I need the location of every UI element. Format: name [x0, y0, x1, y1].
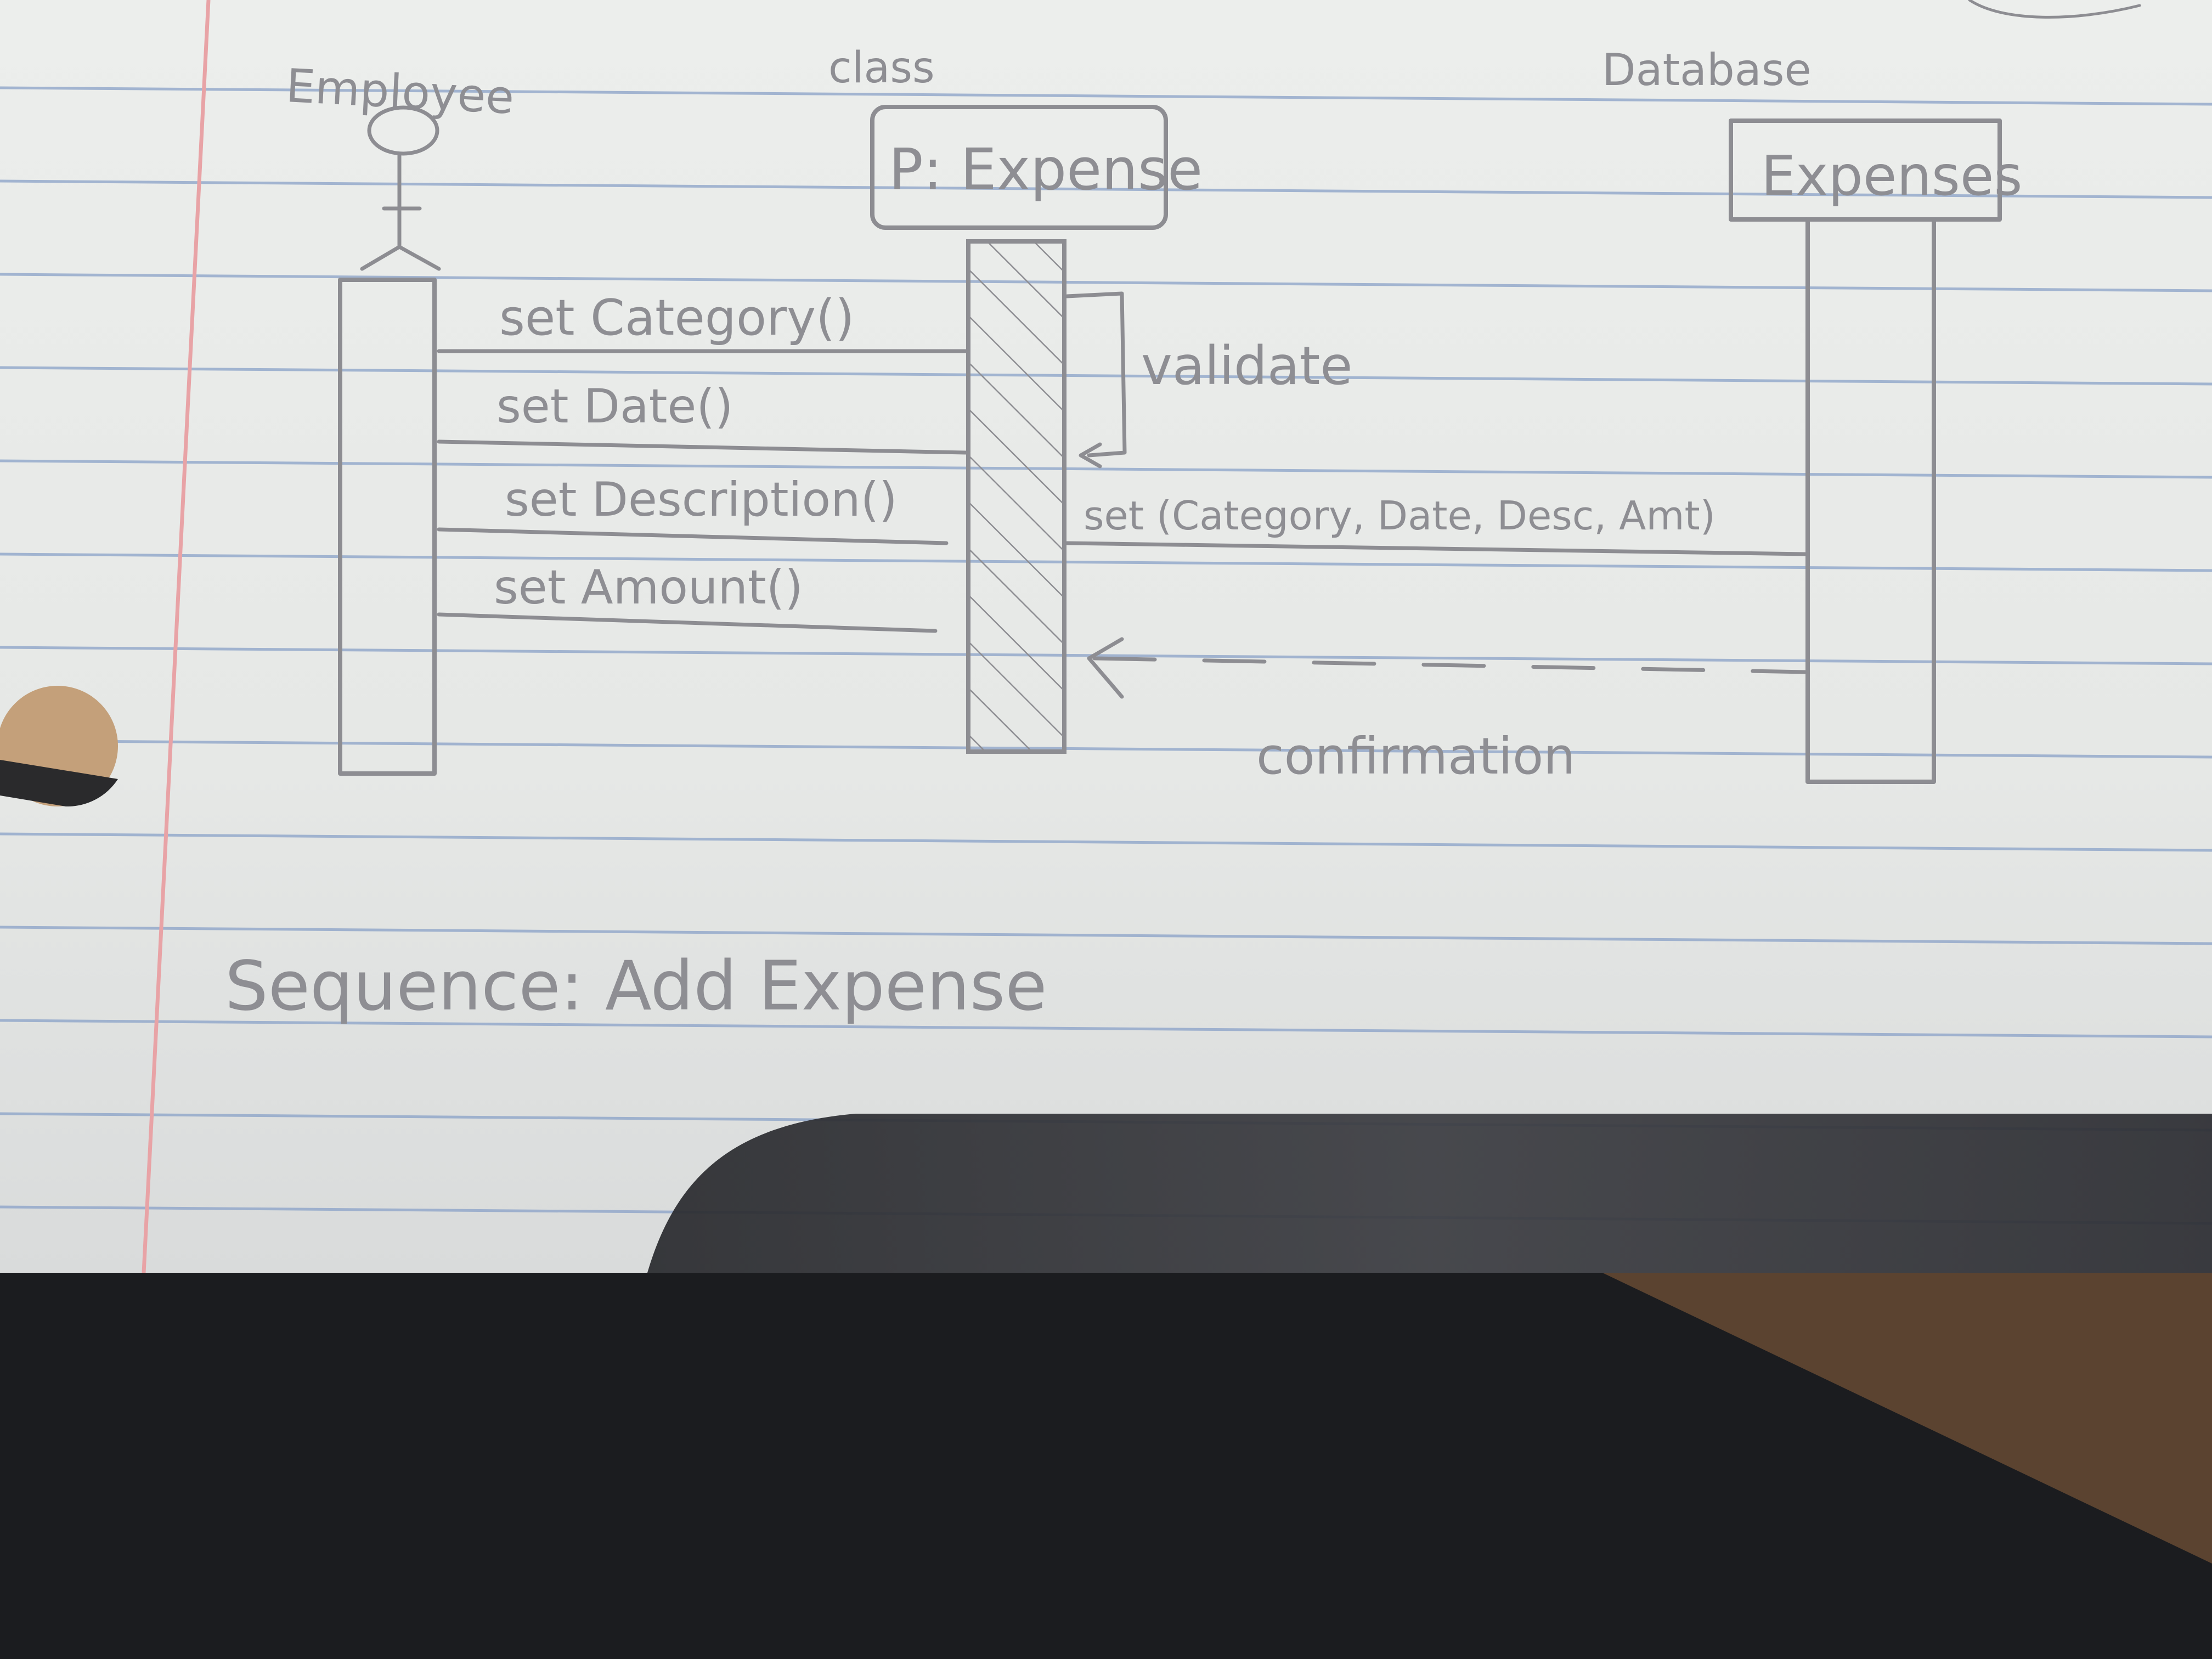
tablet-reflection: [647, 1114, 2212, 1273]
activation-bar-expense: [966, 239, 1066, 754]
rule-line: [0, 552, 2212, 572]
self-message-arrow: [1065, 291, 1127, 469]
rule-line: [0, 646, 2212, 665]
diagram-caption: Sequence: Add Expense: [225, 947, 1047, 1026]
participant-box-expense: [870, 105, 1168, 230]
stick-figure-icon: [360, 105, 441, 271]
return-arrowhead: [1087, 637, 1124, 699]
participant-name-expense: P: Expense: [889, 136, 1203, 203]
rule-line: [0, 179, 2212, 199]
participant-name-expenses: Expenses: [1761, 144, 2022, 208]
message-label: set Description(): [505, 472, 898, 527]
message-label: set Category(): [499, 289, 855, 347]
self-message-label: validate: [1141, 335, 1352, 397]
stereotype-label-class: class: [828, 43, 935, 93]
rule-lines: [0, 86, 2212, 1225]
return-label: confirmation: [1256, 727, 1576, 786]
rule-line: [0, 739, 2212, 759]
rule-line: [0, 926, 2212, 945]
rule-line: [0, 459, 2212, 479]
message-arrow: [437, 439, 968, 455]
actor-label-employee: Employee: [285, 59, 516, 125]
return-arrow: [1092, 656, 1807, 674]
notebook-paper: [0, 0, 2212, 1273]
margin-line: [142, 0, 211, 1273]
rule-line: [0, 1019, 2212, 1039]
activation-bar-expenses: [1805, 217, 1936, 784]
message-arrow: [437, 612, 938, 633]
rule-line: [0, 86, 2212, 106]
rule-line: [0, 273, 2212, 292]
message-label: set (Category, Date, Desc, Amt): [1084, 493, 1716, 539]
rule-line: [0, 366, 2212, 386]
message-label: set Amount(): [494, 560, 803, 615]
message-label: set Date(): [496, 379, 733, 434]
message-arrow: [437, 527, 949, 545]
rule-line: [0, 832, 2212, 852]
message-arrow: [1065, 541, 1807, 556]
activation-bar-employee: [338, 278, 437, 776]
desk-wood: [1591, 1267, 2212, 1564]
stereotype-label-database: Database: [1602, 44, 1812, 95]
